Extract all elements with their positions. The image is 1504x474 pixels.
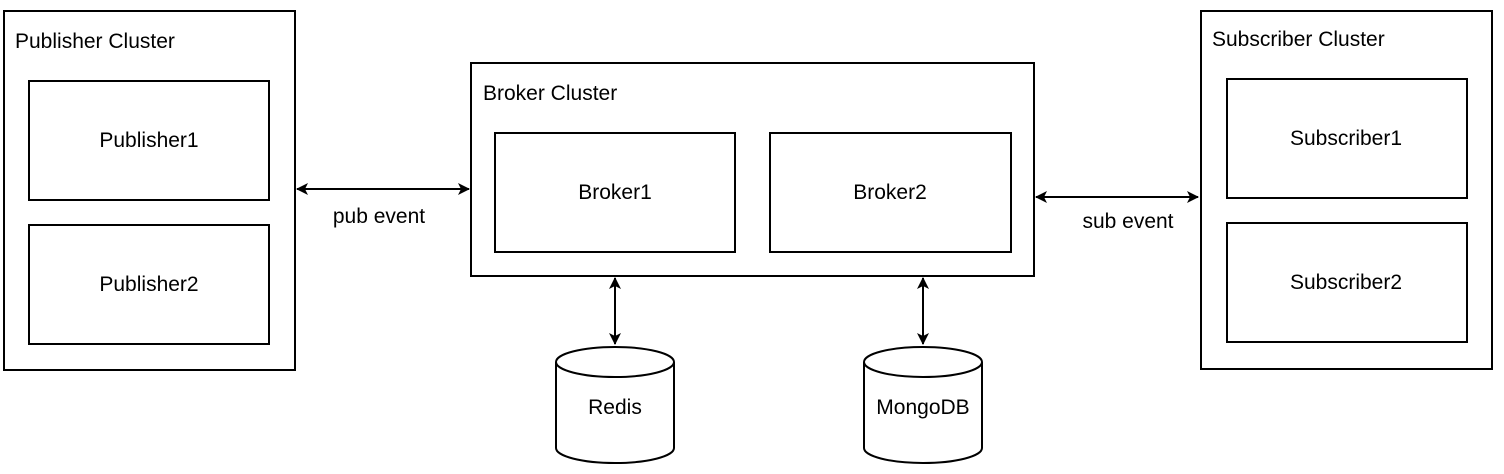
sub-event-connector: sub event <box>1035 191 1199 233</box>
redis-cylinder-top <box>555 346 675 378</box>
redis-database: Redis <box>555 346 675 464</box>
subscriber-cluster-title: Subscriber Cluster <box>1212 28 1385 51</box>
pub-event-label: pub event <box>333 205 425 228</box>
publisher1-label: Publisher1 <box>99 129 198 152</box>
publisher2-label: Publisher2 <box>99 273 198 296</box>
subscriber-cluster: Subscriber Cluster Subscriber1 Subscribe… <box>1200 10 1493 370</box>
sub-event-label: sub event <box>1082 210 1173 233</box>
broker2-node <box>769 132 1012 253</box>
mongodb-database: MongoDB <box>863 346 983 464</box>
pub-event-connector: pub event <box>296 183 470 228</box>
subscriber2-node <box>1226 222 1468 343</box>
mongodb-cylinder-body <box>863 362 983 464</box>
broker1-node <box>494 132 736 253</box>
subscriber2-label: Subscriber2 <box>1290 271 1402 294</box>
redis-label: Redis <box>588 396 642 419</box>
mongodb-cylinder-top <box>863 346 983 378</box>
subscriber1-node <box>1226 78 1468 199</box>
publisher-cluster-title: Publisher Cluster <box>15 30 175 53</box>
mongodb-label: MongoDB <box>876 396 969 419</box>
broker1-label: Broker1 <box>578 181 652 204</box>
broker-cluster: Broker Cluster Broker1 Broker2 <box>470 62 1035 277</box>
subscriber1-label: Subscriber1 <box>1290 127 1402 150</box>
publisher-cluster: Publisher Cluster Publisher1 Publisher2 <box>3 10 296 371</box>
redis-cylinder-body <box>555 362 675 464</box>
broker-cluster-title: Broker Cluster <box>483 82 617 105</box>
broker2-label: Broker2 <box>853 181 927 204</box>
publisher1-node <box>28 80 270 201</box>
publisher2-node <box>28 224 270 345</box>
